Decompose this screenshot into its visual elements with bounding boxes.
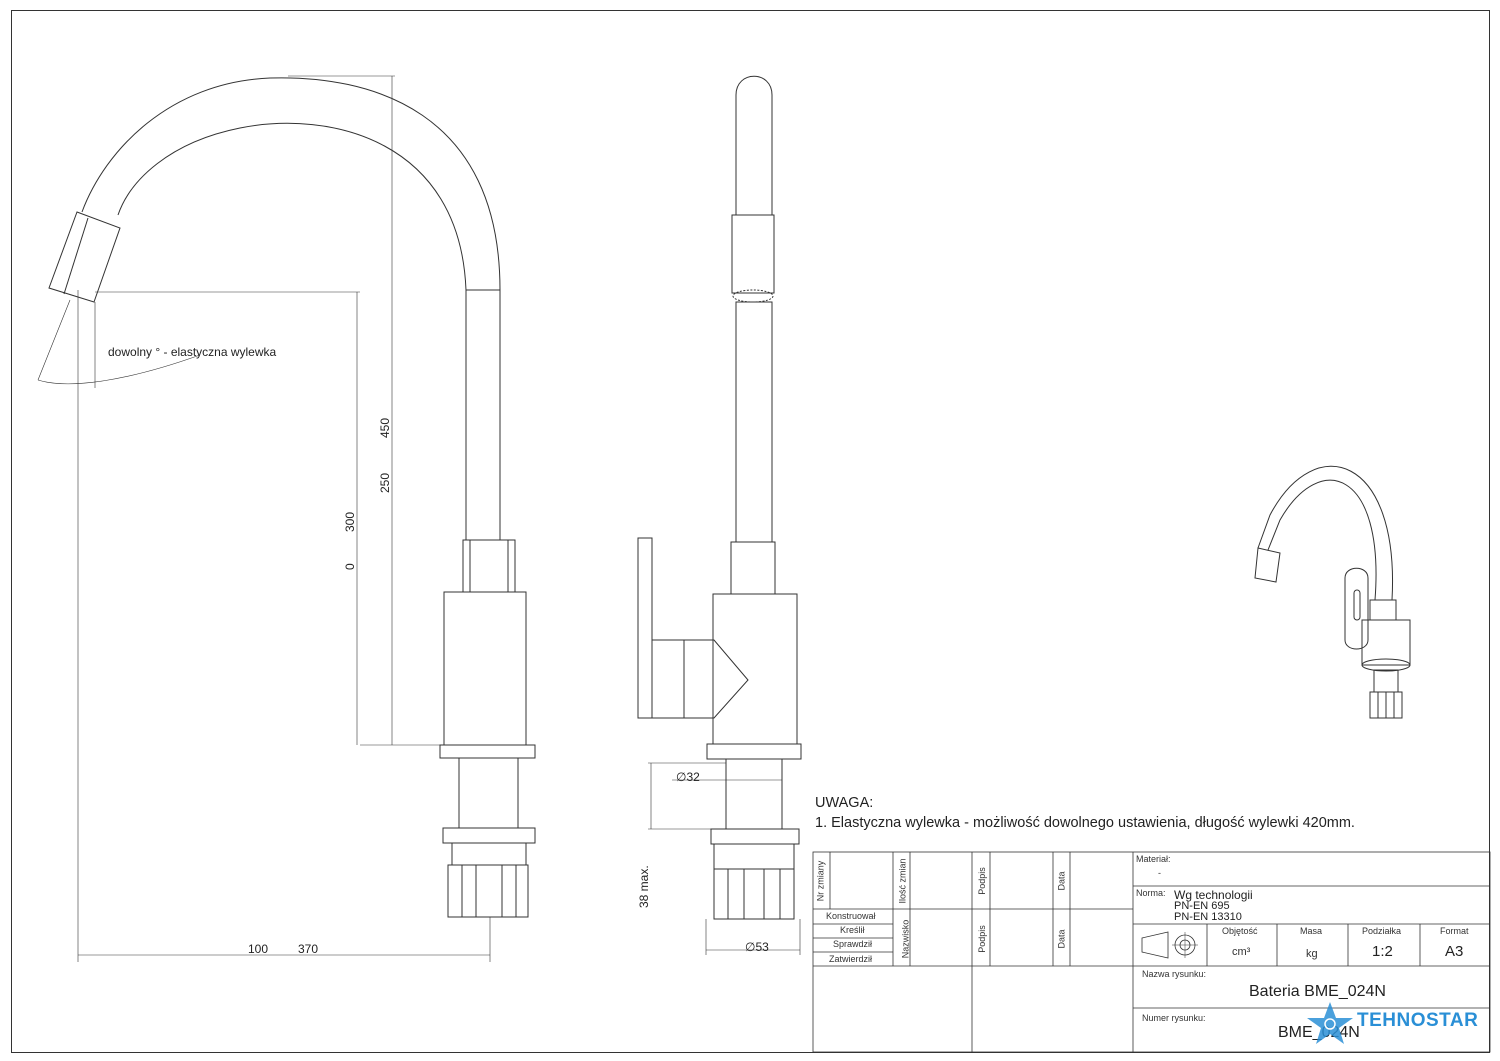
tb-nazwa-label: Nazwa rysunku: — [1142, 969, 1207, 979]
front-view — [37, 75, 536, 962]
tb-zatwierdzil: Zatwierdził — [829, 954, 873, 964]
dim-d53: ∅53 — [745, 940, 769, 954]
dim-h1: 450 — [378, 418, 392, 438]
dim-angle-label: dowolny ° - elastyczna wylewka — [108, 345, 277, 359]
tb-norma-line-1: Wg technologii — [1174, 888, 1253, 902]
dim-h38: 38 max. — [637, 865, 651, 908]
sheet-frame — [11, 10, 1490, 1053]
logo-text: TEHNOSTAR — [1357, 1010, 1479, 1031]
tb-objetosc-label: Objętość — [1222, 926, 1258, 936]
tb-norma-line-3: PN-EN 13310 — [1174, 911, 1242, 923]
dim-h2: 300 — [343, 512, 357, 532]
tb-data-1: Data — [1056, 871, 1067, 891]
tb-format-value: A3 — [1445, 943, 1464, 960]
dim-h1-min: 250 — [378, 473, 392, 493]
tb-norma-label: Norma: — [1136, 888, 1166, 898]
tb-kreslil: Kreślił — [840, 925, 865, 935]
tb-podpis-1: Podpis — [976, 867, 987, 895]
tb-sprawdzil: Sprawdził — [833, 939, 873, 949]
tb-norma-line-2: PN-EN 695 — [1174, 900, 1230, 912]
star-icon — [1307, 1002, 1353, 1044]
tb-nazwisko: Nazwisko — [900, 919, 911, 959]
dim-d32: ∅32 — [676, 770, 700, 784]
dim-h2-min: 0 — [343, 563, 357, 570]
tb-masa-label: Masa — [1300, 926, 1323, 936]
tb-numer-label: Numer rysunku: — [1142, 1013, 1206, 1023]
tb-format-label: Format — [1440, 926, 1469, 936]
tb-masa-value: kg — [1306, 948, 1318, 960]
isometric-view — [1254, 465, 1411, 719]
note-line1: 1. Elastyczna wylewka - możliwość dowoln… — [815, 815, 1355, 831]
tb-podzialka-value: 1:2 — [1372, 943, 1393, 960]
tb-nr-zmiany: Nr zmiany — [815, 860, 826, 902]
tb-nazwa-value: Bateria BME_024N — [1249, 983, 1386, 1000]
note-heading: UWAGA: — [815, 795, 874, 811]
tb-data-2: Data — [1056, 929, 1067, 949]
side-view — [637, 75, 802, 955]
tb-konstruowal: Konstruował — [826, 911, 876, 921]
tb-podpis-2: Podpis — [976, 925, 987, 953]
title-block — [812, 851, 1491, 1053]
dim-w1: 370 — [298, 942, 319, 956]
tb-material-value: - — [1158, 868, 1161, 878]
tb-podzialka-label: Podziałka — [1362, 926, 1402, 936]
tb-ilosc-zmian: Ilość zmian — [897, 858, 908, 904]
tb-material-label: Materiał: — [1136, 854, 1171, 864]
tb-objetosc-value: cm³ — [1232, 946, 1251, 958]
dim-w1-min: 100 — [248, 942, 269, 956]
tehnostar-logo — [1307, 1002, 1353, 1044]
